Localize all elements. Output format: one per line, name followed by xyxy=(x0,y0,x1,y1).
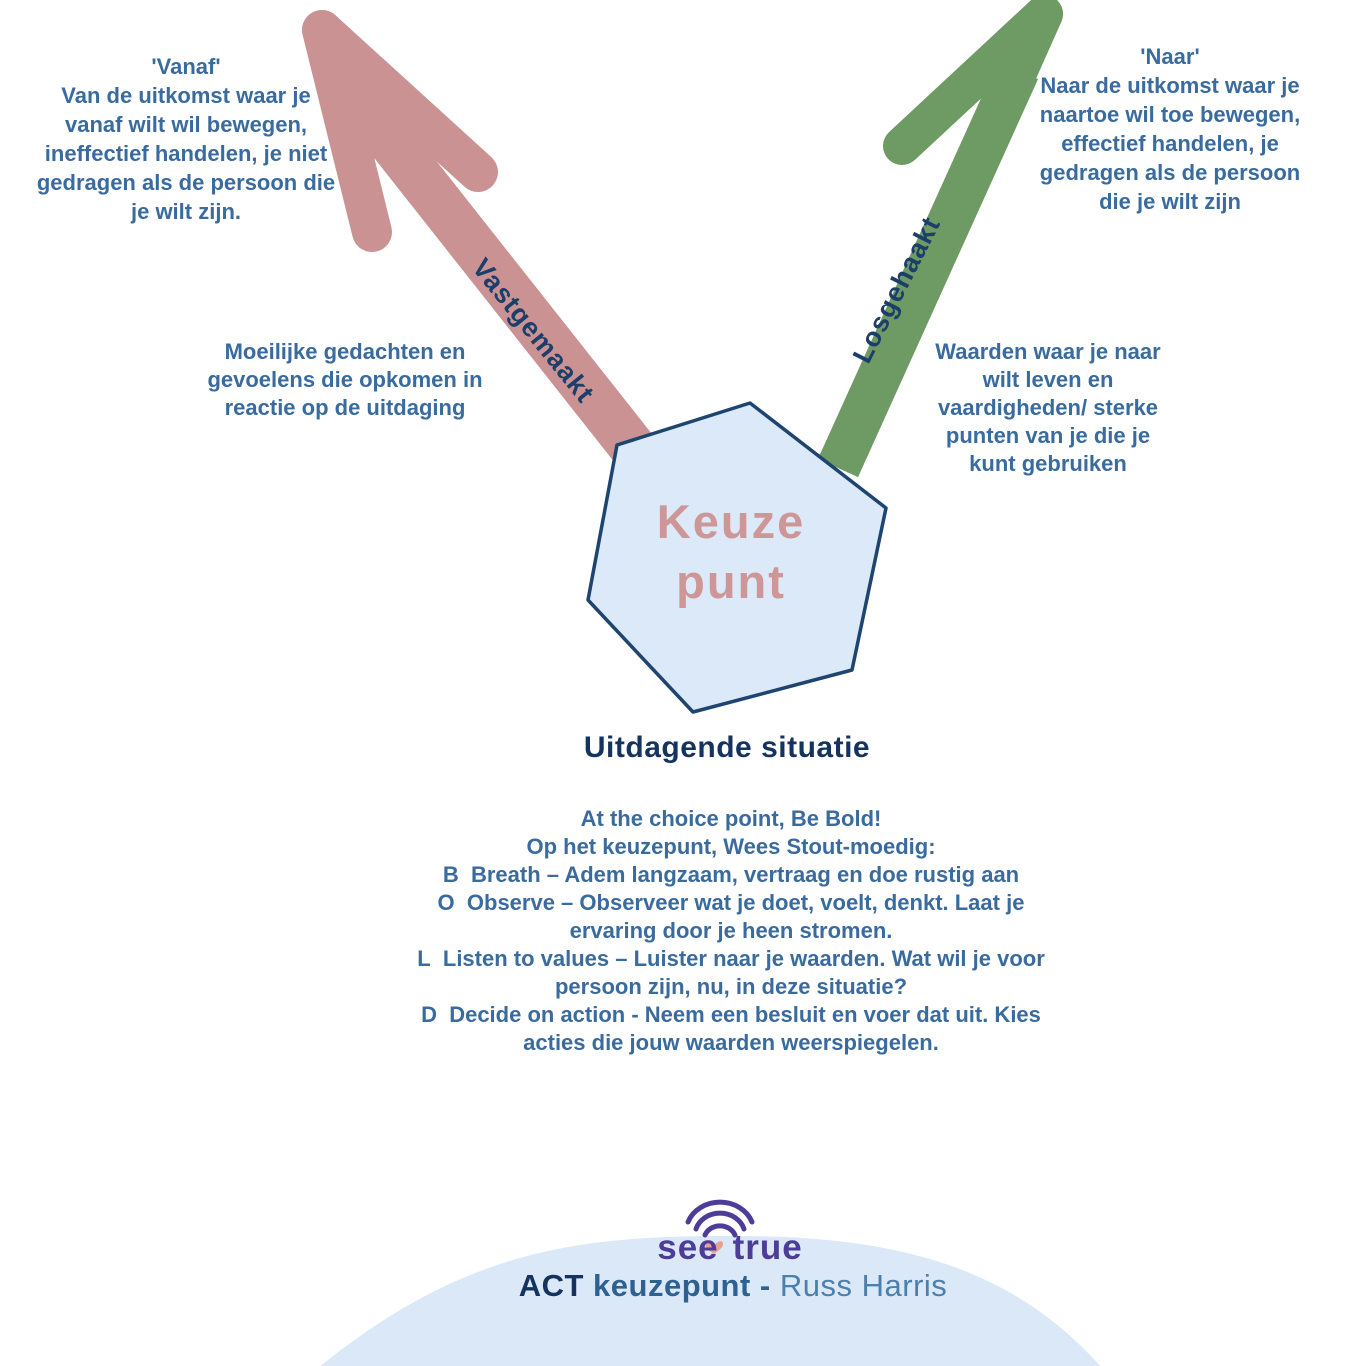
heart-icon xyxy=(705,1241,723,1254)
be-bold-item-observe: O Observe – Observeer wat je doet, voelt… xyxy=(401,889,1061,945)
be-bold-text-decide: Decide on action - Neem een besluit en v… xyxy=(449,1002,1041,1055)
away-outcome-text: 'Vanaf' Van de uitkomst waar je vanaf wi… xyxy=(36,52,336,226)
choice-point-word-2: punt xyxy=(676,555,786,608)
be-bold-intro-bold: Be Bold! xyxy=(790,806,882,831)
be-bold-item-decide: D Decide on action - Neem een besluit en… xyxy=(401,1001,1061,1057)
hill-shape xyxy=(320,1236,1101,1366)
values-note-bold: Waarden xyxy=(935,339,1028,364)
credit-act: ACT xyxy=(518,1268,584,1303)
be-bold-text-breath: Breath – Adem langzaam, vertraag en doe … xyxy=(470,862,1020,887)
away-arrow xyxy=(302,10,671,487)
credit-title: keuzepunt - xyxy=(593,1268,771,1303)
be-bold-intro: At the choice point, Be Bold! xyxy=(401,805,1061,833)
values-note-rest: waar je naar wilt leven en vaardigheden/… xyxy=(937,339,1161,476)
wifi-arcs-icon xyxy=(685,1199,755,1238)
be-bold-item-listen: L Listen to values – Luister naar je waa… xyxy=(401,945,1061,1001)
values-note: Waarden waar je naar wilt leven en vaard… xyxy=(930,338,1166,478)
be-bold-letter-b: B xyxy=(442,862,459,887)
toward-outcome-text: 'Naar' Naar de uitkomst waar je naartoe … xyxy=(1030,42,1310,216)
be-bold-text-observe: Observe – Observeer wat je doet, voelt, … xyxy=(466,890,1025,943)
be-bold-letter-o: O xyxy=(437,890,455,915)
away-outcome-body: Van de uitkomst waar je vanaf wilt wil b… xyxy=(36,83,336,224)
be-bold-intro-line2: Op het keuzepunt, Wees Stout-moedig: xyxy=(526,834,936,859)
be-bold-intro-prefix: At the choice point, xyxy=(580,806,791,831)
difficult-thoughts-note: Moeilijke gedachten en gevoelens die opk… xyxy=(207,339,483,420)
be-bold-item-breath: B Breath – Adem langzaam, vertraag en do… xyxy=(401,861,1061,889)
be-bold-block: At the choice point, Be Bold! Op het keu… xyxy=(401,805,1061,1057)
choice-point-hexagon xyxy=(586,401,888,714)
toward-outcome-body: Naar de uitkomst waar je naartoe wil toe… xyxy=(1039,73,1301,214)
credit-author: Russ Harris xyxy=(779,1268,948,1303)
seetrue-logo-true: true xyxy=(732,1228,803,1267)
be-bold-letter-l: L xyxy=(417,946,431,971)
toward-arrow xyxy=(817,0,1063,478)
toward-outcome-title: 'Naar' xyxy=(1140,44,1200,69)
choice-point-word-1: Keuze xyxy=(656,495,806,548)
away-outcome-title: 'Vanaf' xyxy=(151,54,221,79)
seetrue-logo-see: see xyxy=(657,1228,719,1267)
seetrue-logo: see true xyxy=(570,1228,890,1268)
be-bold-text-listen: Listen to values – Luister naar je waard… xyxy=(442,946,1045,999)
be-bold-letter-d: D xyxy=(421,1002,437,1027)
challenging-situation-label: Uitdagende situatie xyxy=(583,731,871,764)
credit-line: ACT keuzepunt - Russ Harris xyxy=(383,1268,1083,1304)
